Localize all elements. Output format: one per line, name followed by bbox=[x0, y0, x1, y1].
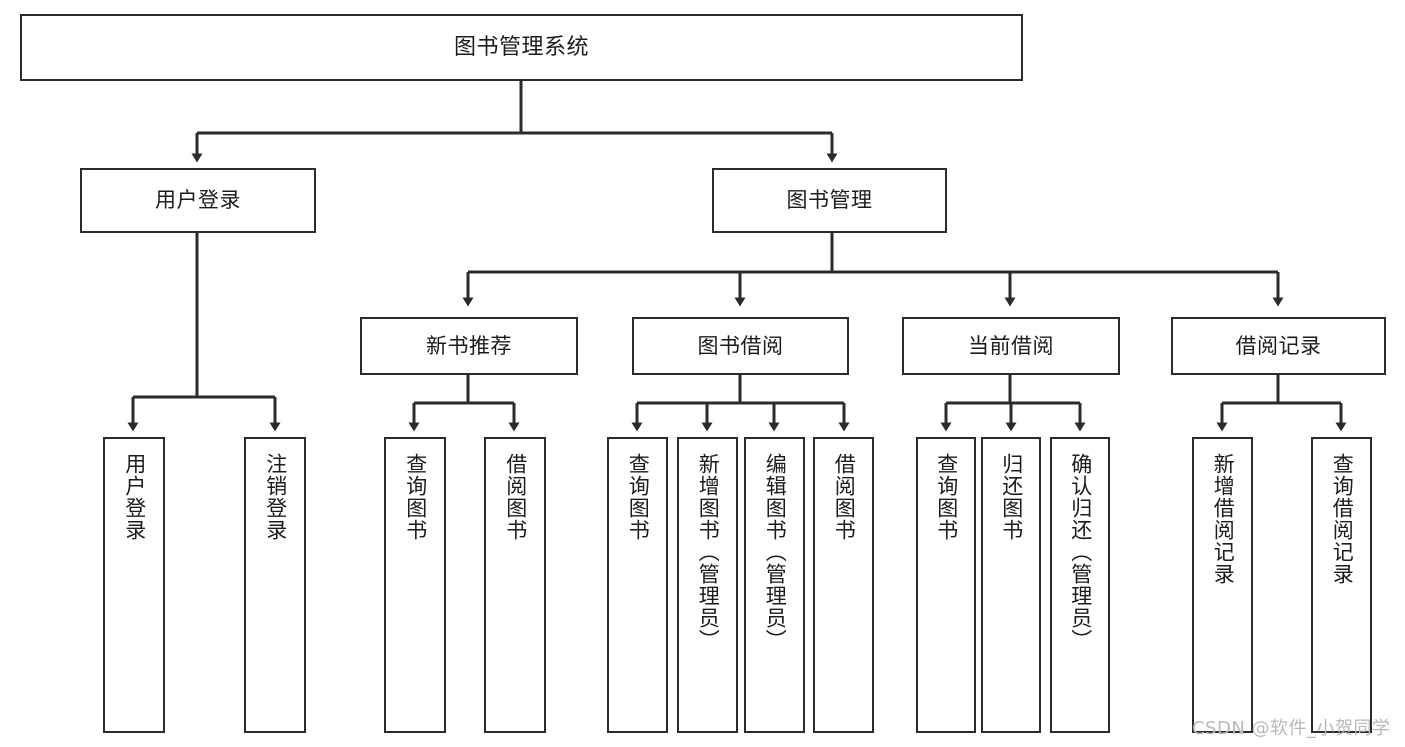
node-root[interactable]: 图书管理系统 bbox=[20, 14, 1023, 81]
node-leaf-query-book-3[interactable]: 查询图书 bbox=[916, 437, 976, 733]
csdn-watermark: CSDN @软件_小贺同学 bbox=[1192, 718, 1391, 739]
node-leaf-query-record[interactable]: 查询借阅记录 bbox=[1311, 437, 1372, 733]
node-new-book-recommend-label: 新书推荐 bbox=[426, 333, 512, 358]
node-borrow-record-label: 借阅记录 bbox=[1235, 333, 1322, 358]
node-leaf-logout-label: 注销登录 bbox=[263, 453, 288, 541]
node-leaf-borrow-book-1-label: 借阅图书 bbox=[503, 453, 528, 541]
node-borrow-record[interactable]: 借阅记录 bbox=[1171, 317, 1386, 375]
node-root-label: 图书管理系统 bbox=[453, 34, 589, 60]
node-user-login-label: 用户登录 bbox=[155, 188, 241, 213]
node-leaf-query-book-1[interactable]: 查询图书 bbox=[384, 437, 446, 733]
node-user-login[interactable]: 用户登录 bbox=[80, 168, 316, 233]
node-current-borrow[interactable]: 当前借阅 bbox=[902, 317, 1120, 375]
node-leaf-edit-book[interactable]: 编辑图书（管理员） bbox=[744, 437, 805, 733]
node-book-manage[interactable]: 图书管理 bbox=[712, 168, 947, 233]
node-leaf-query-book-3-label: 查询图书 bbox=[934, 453, 959, 541]
node-leaf-query-book-2-label: 查询图书 bbox=[626, 453, 651, 541]
node-current-borrow-label: 当前借阅 bbox=[968, 333, 1054, 358]
node-leaf-query-book-1-label: 查询图书 bbox=[403, 453, 428, 541]
node-book-borrow-label: 图书借阅 bbox=[697, 333, 784, 358]
node-book-manage-label: 图书管理 bbox=[786, 188, 873, 213]
node-leaf-return-book[interactable]: 归还图书 bbox=[981, 437, 1041, 733]
node-leaf-user-login[interactable]: 用户登录 bbox=[103, 437, 165, 733]
node-leaf-user-login-label: 用户登录 bbox=[122, 453, 147, 541]
node-leaf-logout[interactable]: 注销登录 bbox=[244, 437, 306, 733]
node-leaf-add-record[interactable]: 新增借阅记录 bbox=[1192, 437, 1253, 733]
node-leaf-return-book-label: 归还图书 bbox=[999, 453, 1024, 541]
node-leaf-add-record-label: 新增借阅记录 bbox=[1211, 453, 1236, 585]
node-leaf-confirm-return-label: 确认归还（管理员） bbox=[1068, 453, 1093, 651]
node-leaf-borrow-book-2[interactable]: 借阅图书 bbox=[813, 437, 874, 733]
node-leaf-query-record-label: 查询借阅记录 bbox=[1330, 453, 1355, 585]
node-leaf-add-book-label: 新增图书（管理员） bbox=[696, 453, 721, 651]
node-new-book-recommend[interactable]: 新书推荐 bbox=[360, 317, 578, 375]
node-leaf-borrow-book-2-label: 借阅图书 bbox=[832, 453, 857, 541]
node-leaf-query-book-2[interactable]: 查询图书 bbox=[607, 437, 668, 733]
node-leaf-confirm-return[interactable]: 确认归还（管理员） bbox=[1050, 437, 1110, 733]
node-book-borrow[interactable]: 图书借阅 bbox=[632, 317, 849, 375]
node-leaf-add-book[interactable]: 新增图书（管理员） bbox=[677, 437, 738, 733]
node-leaf-borrow-book-1[interactable]: 借阅图书 bbox=[484, 437, 546, 733]
node-leaf-edit-book-label: 编辑图书（管理员） bbox=[763, 453, 788, 651]
